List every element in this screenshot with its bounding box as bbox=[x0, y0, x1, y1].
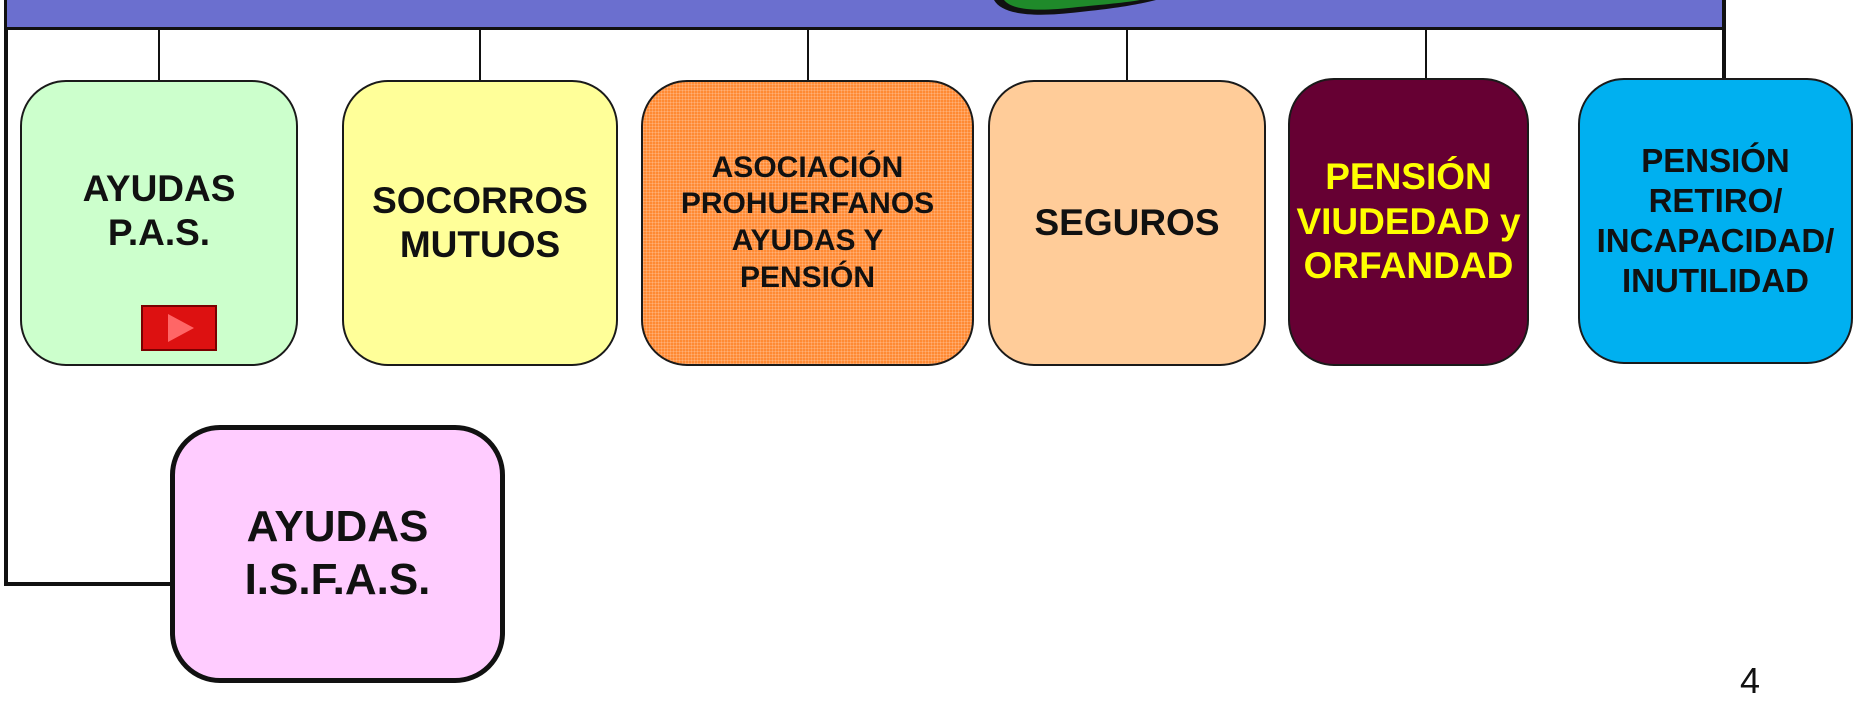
play-button[interactable] bbox=[141, 305, 217, 351]
box-pension-viudedad[interactable]: PENSIÓN VIUDEDAD y ORFANDAD bbox=[1288, 78, 1529, 366]
connector-seguros bbox=[1126, 30, 1128, 80]
top-banner-decoration bbox=[994, 0, 1156, 15]
connector-socorros bbox=[479, 30, 481, 80]
top-banner-bar bbox=[4, 0, 1726, 30]
connector-ayudas-pas bbox=[158, 30, 160, 80]
play-icon bbox=[168, 314, 194, 342]
box-socorros-mutuos[interactable]: SOCORROS MUTUOS bbox=[342, 80, 618, 366]
box-ayudas-pas-label: AYUDAS P.A.S. bbox=[82, 167, 236, 253]
box-pension-retiro-label: PENSIÓN RETIRO/ INCAPACIDAD/ INUTILIDAD bbox=[1596, 141, 1835, 300]
connector-asociacion bbox=[807, 30, 809, 80]
box-ayudas-isfas[interactable]: AYUDAS I.S.F.A.S. bbox=[170, 425, 505, 683]
connector-viudedad bbox=[1425, 30, 1427, 78]
box-ayudas-isfas-label: AYUDAS I.S.F.A.S. bbox=[244, 502, 431, 604]
bottom-connector-line bbox=[4, 582, 174, 586]
box-socorros-mutuos-label: SOCORROS MUTUOS bbox=[372, 179, 588, 265]
left-connector-line bbox=[4, 30, 8, 586]
page-number: 4 bbox=[1740, 660, 1761, 701]
box-asociacion-prohuerfanos[interactable]: ASOCIACIÓN PROHUERFANOS AYUDAS Y PENSIÓN bbox=[641, 80, 974, 366]
box-pension-retiro[interactable]: PENSIÓN RETIRO/ INCAPACIDAD/ INUTILIDAD bbox=[1578, 78, 1853, 364]
box-pension-viudedad-label: PENSIÓN VIUDEDAD y ORFANDAD bbox=[1296, 156, 1521, 287]
right-connector-line bbox=[1722, 0, 1726, 80]
box-seguros-label: SEGUROS bbox=[1034, 201, 1220, 243]
box-asociacion-prohuerfanos-label: ASOCIACIÓN PROHUERFANOS AYUDAS Y PENSIÓN bbox=[680, 150, 935, 294]
box-seguros[interactable]: SEGUROS bbox=[988, 80, 1266, 366]
